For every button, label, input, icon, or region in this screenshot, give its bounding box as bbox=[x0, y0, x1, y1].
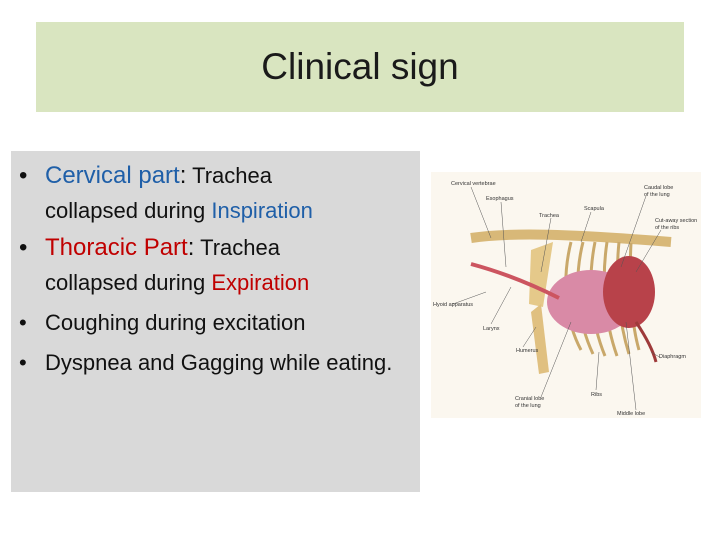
bullet-phase: Inspiration bbox=[211, 198, 313, 223]
label-cut-away-2: of the ribs bbox=[655, 225, 679, 231]
label-hyoid: Hyoid apparatus bbox=[433, 302, 473, 308]
diaphragm-shape bbox=[634, 321, 658, 363]
label-diaphragm: Diaphragm bbox=[659, 354, 686, 360]
bullet-coughing: • Coughing during excitation bbox=[11, 303, 410, 343]
label-esophagus: Esophagus bbox=[486, 196, 514, 202]
bullet-list: • Cervical part: Trachea collapsed durin… bbox=[11, 159, 410, 383]
bullet-subline: collapsed during Expiration bbox=[45, 265, 410, 301]
title-banner: Clinical sign bbox=[36, 22, 684, 112]
bullet-term: Cervical part bbox=[45, 162, 180, 189]
bullet-text: Coughing during excitation bbox=[45, 310, 306, 335]
bullet-text: Trachea bbox=[194, 235, 280, 260]
label-cut-away: Cut-away section bbox=[655, 218, 697, 224]
bullet-phase: Expiration bbox=[211, 270, 310, 295]
humerus-shape bbox=[531, 304, 549, 374]
bullet-colon: : bbox=[187, 234, 195, 261]
label-caudal-lobe: Caudal lobe bbox=[644, 185, 673, 191]
respiratory-anatomy-drawing: Cervical vertebrae Esophagus Trachea Sca… bbox=[433, 181, 697, 417]
anatomy-illustration: Cervical vertebrae Esophagus Trachea Sca… bbox=[431, 172, 701, 418]
bullet-cervical: • Cervical part: Trachea collapsed durin… bbox=[11, 159, 410, 229]
bullet-dot: • bbox=[19, 350, 27, 375]
leader-lines bbox=[452, 186, 662, 411]
label-scapula: Scapula bbox=[584, 206, 605, 212]
scapula-shape bbox=[529, 242, 553, 307]
content-panel: • Cervical part: Trachea collapsed durin… bbox=[11, 151, 420, 492]
bullet-subtext: collapsed during bbox=[45, 198, 212, 223]
bullet-subline: collapsed during Inspiration bbox=[45, 193, 410, 229]
label-middle-lobe: Middle lobe bbox=[617, 411, 645, 417]
bullet-dot: • bbox=[19, 310, 27, 335]
slide-title: Clinical sign bbox=[261, 46, 459, 87]
label-caudal-lobe-2: of the lung bbox=[644, 192, 670, 198]
spine-shape bbox=[470, 229, 672, 247]
label-cranial-lobe: Cranial lobe bbox=[515, 396, 544, 402]
bullet-thoracic: • Thoracic Part: Trachea collapsed durin… bbox=[11, 231, 410, 301]
bullet-subtext: collapsed during bbox=[45, 270, 212, 295]
bullet-dot: • bbox=[19, 162, 28, 189]
bullet-text: Dyspnea and Gagging while eating. bbox=[45, 350, 393, 375]
bullet-dot: • bbox=[19, 234, 28, 261]
trachea-shape bbox=[470, 262, 560, 300]
label-cranial-lobe-2: of the lung bbox=[515, 403, 541, 409]
rib-section-shape bbox=[603, 256, 655, 328]
bullet-colon: : bbox=[179, 162, 187, 189]
bullet-term: Thoracic Part bbox=[45, 234, 188, 261]
bullet-dyspnea: • Dyspnea and Gagging while eating. bbox=[11, 343, 410, 383]
label-humerus: Humerus bbox=[516, 348, 539, 354]
label-larynx: Larynx bbox=[483, 326, 500, 332]
label-ribs: Ribs bbox=[591, 392, 602, 398]
label-cervical-vertebrae: Cervical vertebrae bbox=[451, 181, 496, 187]
bullet-text: Trachea bbox=[186, 163, 272, 188]
label-trachea: Trachea bbox=[539, 213, 560, 219]
